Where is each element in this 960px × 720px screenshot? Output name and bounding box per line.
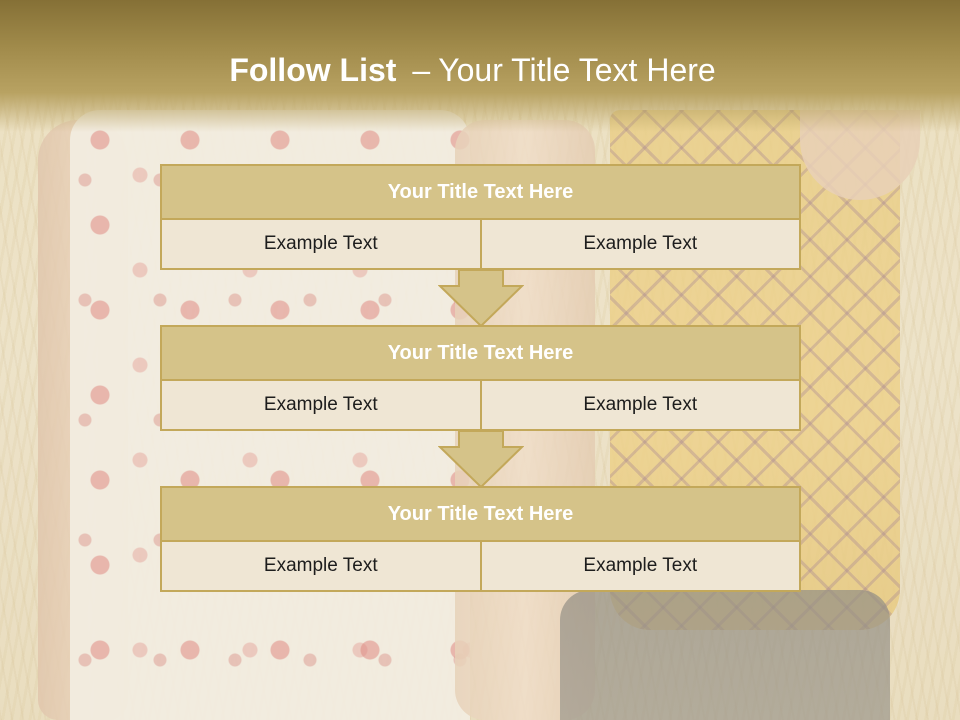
item-cell-right: Example Text (479, 220, 800, 268)
item-cell-left: Example Text (263, 394, 378, 415)
slide-title-rest: Your Title Text Here (438, 52, 716, 88)
follow-list-item: Your Title Text Here Example Text Exampl… (160, 325, 801, 431)
follow-list-item: Your Title Text Here Example Text Exampl… (160, 164, 801, 270)
item-cell-left: Example Text (263, 233, 378, 254)
item-row: Example Text Example Text (160, 220, 801, 270)
item-row: Example Text Example Text (160, 381, 801, 431)
item-cell-left: Example Text (263, 555, 378, 576)
follow-list-item: Your Title Text Here Example Text Exampl… (160, 486, 801, 592)
item-title: Your Title Text Here (160, 325, 801, 381)
item-cell-right: Example Text (479, 542, 800, 590)
slide-title-bold: Follow List (229, 52, 397, 88)
header-band: Follow List–Your Title Text Here (0, 0, 960, 132)
item-title: Your Title Text Here (160, 164, 801, 220)
item-title: Your Title Text Here (160, 486, 801, 542)
slide-title-separator: – (412, 52, 431, 88)
down-arrow-icon (438, 270, 524, 328)
item-row: Example Text Example Text (160, 542, 801, 592)
photo-dark-trousers (560, 590, 890, 720)
item-cell-right: Example Text (479, 381, 800, 429)
slide-title: Follow List–Your Title Text Here (0, 52, 945, 89)
down-arrow-icon (438, 431, 524, 489)
